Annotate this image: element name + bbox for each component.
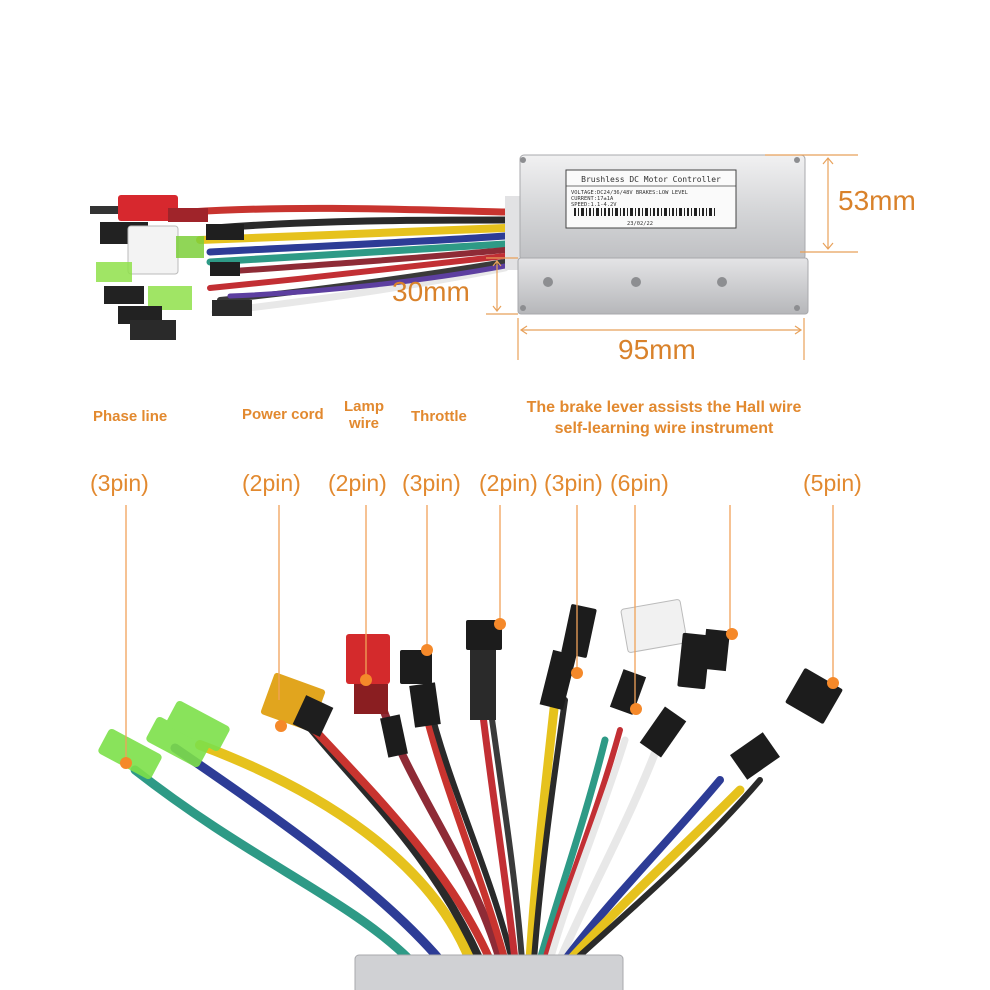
label-line2: CURRENT:17±1A	[571, 196, 614, 202]
category-lamp-line2: wire	[348, 415, 379, 432]
category-brake-hall-instrument: The brake lever assists the Hall wire se…	[506, 397, 822, 439]
marker-throttle	[421, 644, 433, 656]
housing-screws	[520, 157, 800, 311]
marker-brake	[494, 618, 506, 630]
label-date: 23/02/22	[627, 221, 653, 227]
controller-housing: Brushless DC Motor Controller VOLTAGE:DC…	[505, 154, 809, 315]
bottom-housing	[354, 954, 624, 990]
marker-phase	[120, 757, 132, 769]
pin-phase: (3pin)	[90, 470, 149, 496]
marker-hall	[630, 703, 642, 715]
pin-assist: (3pin)	[544, 470, 603, 496]
marker-power	[275, 720, 287, 732]
pin-brake: (2pin)	[479, 470, 538, 496]
bottom-connectors	[98, 599, 843, 990]
callout-markers	[120, 618, 839, 769]
throttle-connector	[400, 650, 441, 728]
category-phase-line: Phase line	[93, 408, 168, 425]
pin-power: (2pin)	[242, 470, 301, 496]
bottom-wire-harness	[130, 686, 763, 965]
dimension-depth-label: 30mm	[392, 276, 470, 307]
label-barcode	[574, 208, 715, 216]
pin-lamp: (2pin)	[328, 470, 387, 496]
phase-connectors	[98, 700, 230, 780]
dimension-lines	[486, 154, 858, 360]
category-power-cord: Power cord	[242, 406, 324, 423]
pin-throttle: (3pin)	[402, 470, 461, 496]
spec-label	[565, 169, 737, 229]
category-lamp-wire: Lamp wire	[344, 398, 384, 432]
hall-connector	[609, 599, 688, 715]
brake-connector	[466, 620, 502, 720]
top-wire-bundle	[186, 204, 509, 316]
lamp-connector	[346, 634, 408, 758]
dimension-height-label: 53mm	[838, 185, 916, 216]
category-throttle: Throttle	[411, 408, 467, 425]
pin-hall: (6pin)	[610, 470, 669, 496]
marker-instrument-b	[827, 677, 839, 689]
category-lamp-line1: Lamp	[344, 398, 385, 415]
pin-instrument: (5pin)	[803, 470, 862, 496]
callout-lines	[125, 505, 834, 760]
instrument-connector	[639, 628, 843, 780]
marker-assist	[571, 667, 583, 679]
marker-lamp	[360, 674, 372, 686]
category-brake-line2: self-learning wire instrument	[554, 420, 774, 437]
label-title: Brushless DC Motor Controller	[581, 175, 721, 184]
power-connector	[260, 672, 334, 737]
label-line3: SPEED:1.1-4.2V	[571, 202, 617, 208]
label-line1: VOLTAGE:DC24/36/48V BRAKES:LOW LEVEL	[571, 190, 688, 196]
dimension-width-label: 95mm	[618, 334, 696, 365]
assist-connector	[539, 604, 597, 711]
category-brake-line1: The brake lever assists the Hall wire	[526, 399, 802, 416]
marker-instrument-a	[726, 628, 738, 640]
top-connectors	[90, 195, 252, 340]
